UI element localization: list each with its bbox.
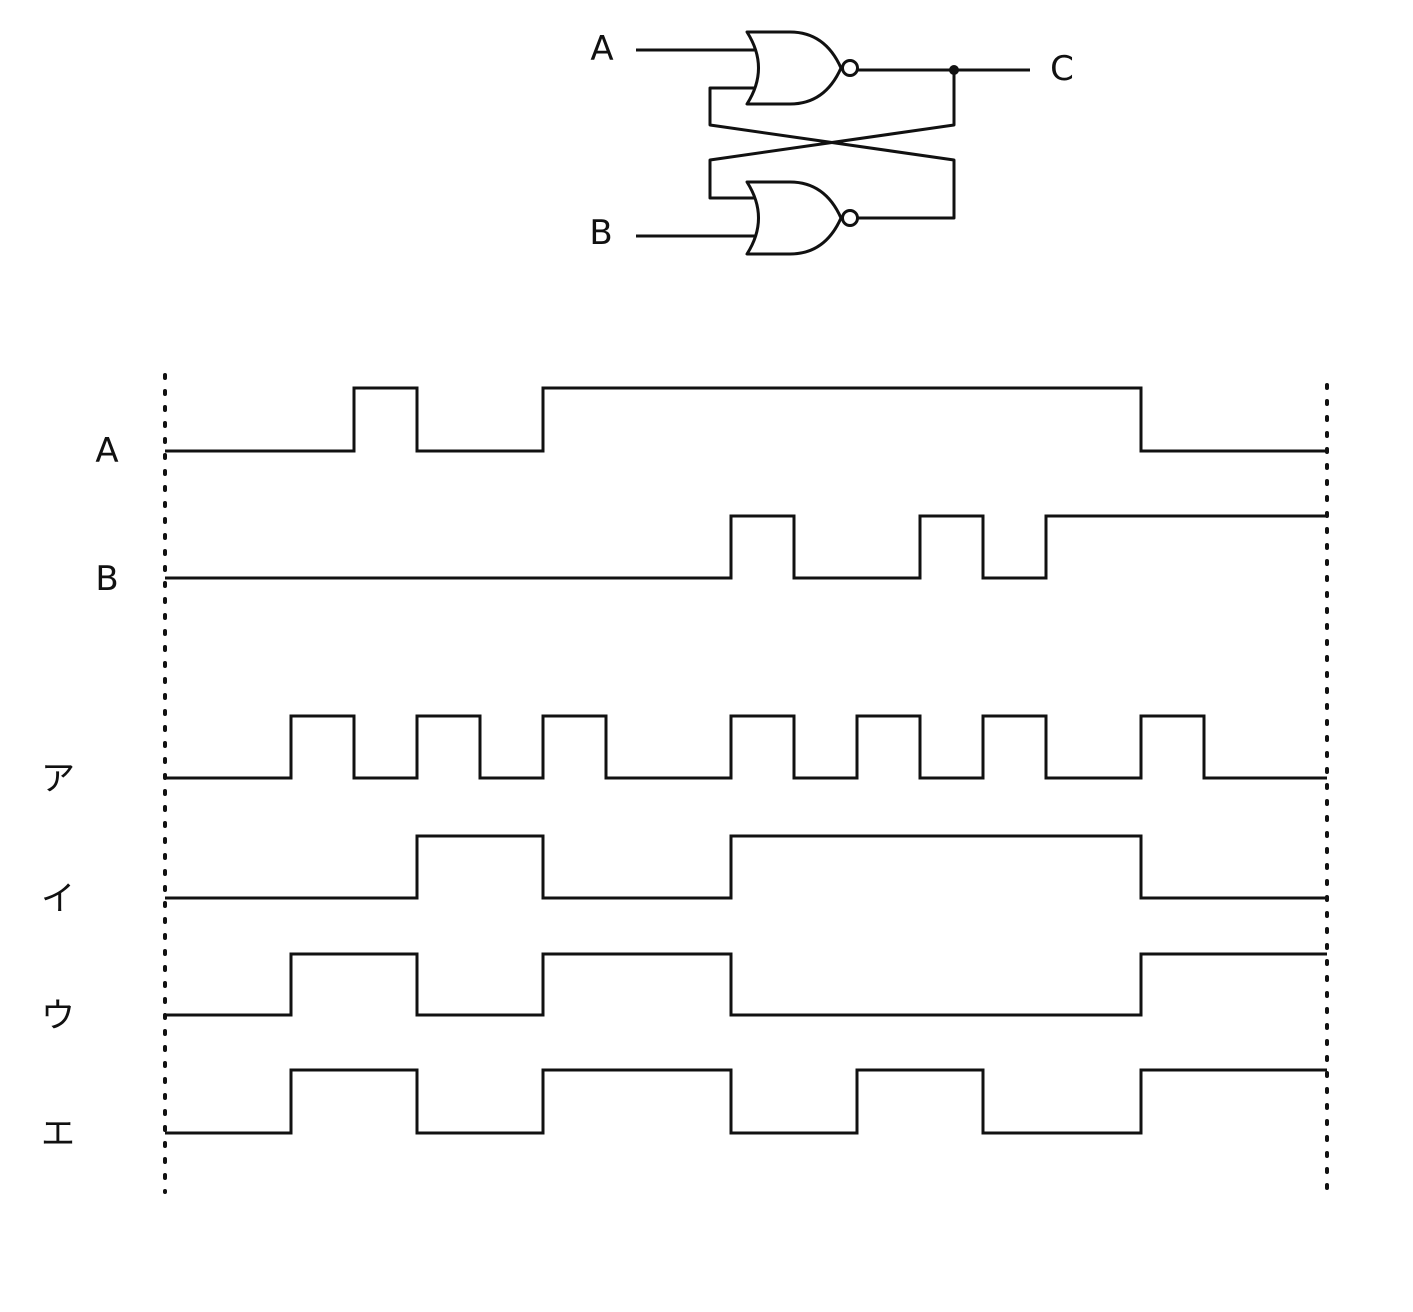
upper-nor-bubble [841, 59, 859, 77]
wire-feedback-lower-out [708, 86, 956, 220]
waveform-a [165, 386, 1327, 453]
waveform-label-b: B [95, 559, 118, 599]
junction-dot [949, 65, 959, 75]
waveform-option-u [165, 952, 1327, 1017]
nor-latch-circuit [636, 30, 1030, 256]
timing-chart [163, 373, 1329, 1194]
wire-feedback-upper-out [708, 70, 956, 200]
waveform-label-option-a: ア [41, 759, 75, 799]
waveform-b [165, 514, 1327, 580]
waveform-option-e [165, 1068, 1327, 1135]
circuit-label-b: B [589, 213, 612, 253]
upper-nor-gate [745, 30, 843, 106]
waveform-option-i [165, 834, 1327, 900]
waveform-label-option-e: エ [41, 1114, 75, 1154]
circuit-label-c: C [1050, 49, 1074, 89]
lower-nor-gate [745, 180, 843, 256]
circuit-label-a: A [590, 29, 613, 69]
waveform-option-a [165, 714, 1327, 780]
waveform-label-a: A [95, 431, 118, 471]
waveform-label-option-i: イ [41, 879, 75, 919]
waveform-label-option-u: ウ [41, 996, 75, 1036]
lower-nor-bubble [841, 209, 859, 227]
